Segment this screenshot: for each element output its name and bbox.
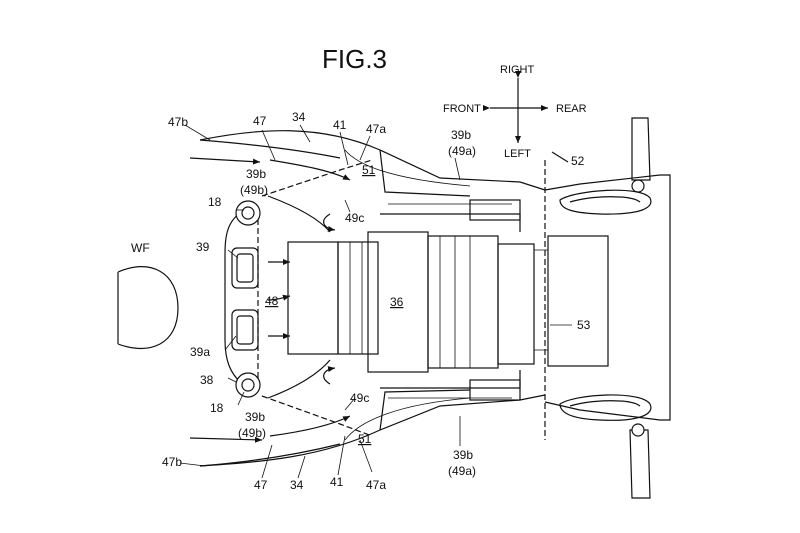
- direction-compass: RIGHT LEFT FRONT REAR: [443, 64, 587, 160]
- label-49c-bottom: 49c: [350, 391, 369, 405]
- label-49b-bottom-left: (49b): [238, 426, 266, 440]
- label-wf: WF: [131, 241, 150, 255]
- label-39a: 39a: [190, 345, 210, 359]
- label-49a-bottom-right: (49a): [448, 464, 476, 478]
- label-49c-top: 49c: [345, 211, 364, 225]
- label-18-bottom: 18: [210, 401, 224, 415]
- dir-rear: REAR: [556, 103, 587, 115]
- rear-frame: [534, 151, 671, 440]
- label-51-bottom: 51: [358, 432, 372, 446]
- dir-left: LEFT: [504, 148, 531, 160]
- label-47b-bottom: 47b: [162, 455, 182, 469]
- upper-footrest: [559, 117, 652, 215]
- label-38: 38: [200, 373, 214, 387]
- label-47-bottom: 47: [254, 478, 268, 492]
- label-34-bottom: 34: [290, 478, 304, 492]
- label-53: 53: [577, 318, 591, 332]
- label-47a-top: 47a: [366, 122, 386, 136]
- label-41-bottom: 41: [330, 475, 344, 489]
- label-51-top: 51: [362, 163, 376, 177]
- lower-footrest: [559, 394, 652, 499]
- label-49b-top-left: (49b): [240, 183, 268, 197]
- label-36: 36: [390, 295, 404, 309]
- figure-title: FIG.3: [322, 44, 387, 74]
- radiator-core: [287, 199, 535, 401]
- label-48: 48: [265, 294, 279, 308]
- label-39b-top-right: 39b: [451, 128, 471, 142]
- label-49a-top-right: (49a): [448, 144, 476, 158]
- label-39b-bottom-right: 39b: [453, 448, 473, 462]
- label-47b-top: 47b: [168, 115, 188, 129]
- label-47-top: 47: [253, 114, 267, 128]
- label-47a-bottom: 47a: [366, 478, 386, 492]
- front-wheel: [117, 266, 179, 350]
- label-39b-bottom-left: 39b: [245, 410, 265, 424]
- airflow-arrows: [189, 157, 351, 443]
- label-18-top: 18: [208, 195, 222, 209]
- front-housing: [224, 159, 373, 437]
- label-34-top: 34: [292, 110, 306, 124]
- label-52: 52: [571, 154, 585, 168]
- dir-front: FRONT: [443, 103, 481, 115]
- reference-labels: 47b 47 34 41 47a 39b (49a) 52 39b (49b) …: [131, 110, 591, 492]
- label-39: 39: [196, 240, 210, 254]
- label-39b-top-left: 39b: [246, 167, 266, 181]
- dir-right: RIGHT: [500, 64, 535, 76]
- label-41-top: 41: [333, 118, 347, 132]
- lower-side-cowl: [199, 389, 546, 467]
- upper-side-cowl: [199, 130, 546, 197]
- leader-lines: [179, 124, 572, 479]
- headlights: [235, 200, 261, 398]
